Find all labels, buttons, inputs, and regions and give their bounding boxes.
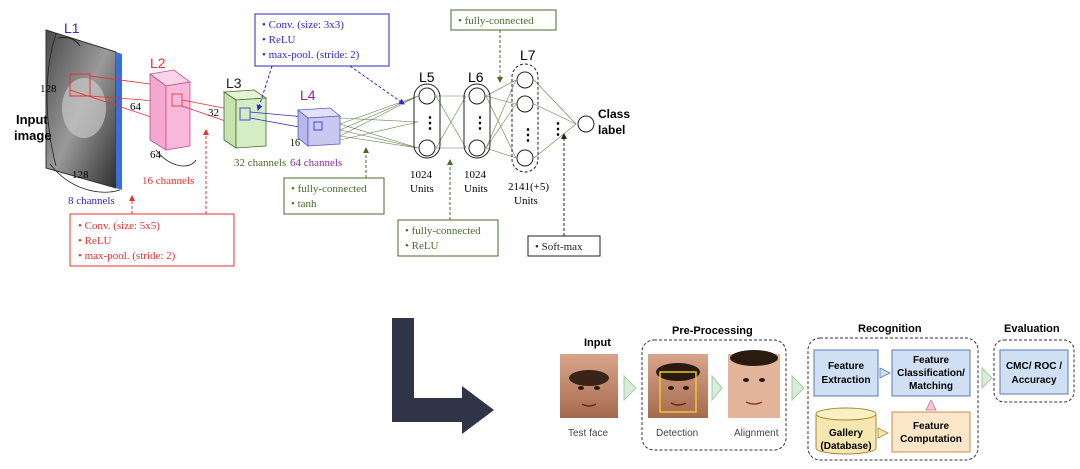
conv3x3-bullet-2: • ReLU: [262, 34, 296, 46]
l1-input-block: [45, 29, 122, 190]
l3-block: [222, 89, 268, 149]
chevron-1: [623, 374, 637, 402]
softmax-annotation-box: • Soft-max: [527, 235, 601, 257]
conv5x5-bullet-1: • Conv. (size: 5x5): [78, 220, 160, 232]
evaluation-group: [993, 339, 1075, 403]
flow-arrow: [392, 318, 494, 434]
l7-units-count: 2141(+5): [508, 181, 549, 193]
caption-test-face: Test face: [568, 428, 608, 439]
l6-units-count: 1024: [464, 169, 487, 181]
fc-tanh-bullet-1: • fully-connected: [291, 183, 367, 195]
fc-relu-annotation-box: • fully-connected • ReLU: [397, 219, 499, 257]
conv3x3-bullet-1: • Conv. (size: 3x3): [262, 19, 344, 31]
gallery-database: Gallery (Database): [815, 407, 877, 455]
fc-connections: [339, 79, 577, 159]
l5-column: [413, 83, 441, 159]
class-label-1: Class: [598, 107, 630, 121]
l5-dots: ⋮: [422, 115, 438, 132]
fe-to-fc-arrow: [879, 367, 891, 379]
feature-extraction-box: Feature Extraction: [813, 349, 879, 397]
cnn-architecture: L1 Input image 128 128 8 channels L2 64 …: [14, 9, 630, 267]
feature-classification-box: Feature Classification/ Matching: [891, 349, 971, 397]
fc-relu-bullet-2: • ReLU: [405, 240, 439, 252]
alignment-image: [728, 350, 780, 418]
l4-block: [296, 107, 342, 147]
evaluation-line-2: Accuracy: [1011, 375, 1056, 386]
feature-classification-line-2: Classification/: [897, 368, 965, 379]
fc-top-bullet: • fully-connected: [458, 15, 534, 27]
test-face-image: [560, 354, 618, 418]
feature-extraction-line-1: Feature: [828, 361, 865, 372]
l2-channels-label: 16 channels: [142, 175, 194, 187]
layer-label-l4: L4: [300, 87, 316, 103]
l7-units-word: Units: [514, 195, 538, 207]
l1-height-label: 128: [40, 83, 57, 95]
input-image-label-1: Input: [16, 112, 48, 127]
stage-title-recognition: Recognition: [858, 323, 922, 335]
layer-label-l6: L6: [468, 69, 484, 85]
fc-tanh-annotation-box: • fully-connected • tanh: [283, 177, 385, 215]
fc-tanh-bullet-2: • tanh: [291, 198, 317, 210]
l7-column: [511, 63, 539, 173]
output-node: [577, 115, 595, 133]
fc-relu-bullet-1: • fully-connected: [405, 225, 481, 237]
input-image-label-2: image: [14, 128, 52, 143]
feature-computation-box: Feature Computation: [891, 411, 971, 453]
chevron-2: [711, 374, 723, 402]
l5-units-count: 1024: [410, 169, 433, 181]
evaluation-box: CMC/ ROC / Accuracy: [999, 349, 1069, 395]
layer-label-l5: L5: [419, 69, 435, 85]
stage-title-input: Input: [584, 337, 611, 349]
l7-dots: ⋮: [520, 127, 536, 144]
stage-title-evaluation: Evaluation: [1004, 323, 1060, 335]
layer-label-l7: L7: [520, 47, 536, 63]
l5-units-word: Units: [410, 183, 434, 195]
conv3x3-annotation-box: • Conv. (size: 3x3) • ReLU • max-pool. (…: [254, 13, 390, 67]
preprocessing-group: [641, 339, 787, 451]
conv3x3-bullet-3: • max-pool. (stride: 2): [262, 49, 360, 61]
feature-computation-line-2: Computation: [900, 434, 962, 445]
l3-height-label: 32: [208, 107, 219, 119]
fc-top-annotation-box: • fully-connected: [450, 9, 557, 31]
chevron-3: [791, 374, 805, 402]
l4-height-label: 16: [290, 138, 300, 149]
feature-classification-line-3: Matching: [909, 381, 953, 392]
layer-label-l2: L2: [150, 55, 166, 71]
gallery-to-fcomp-arrow: [877, 427, 889, 439]
detection-image: [648, 354, 708, 418]
feature-extraction-line-2: Extraction: [822, 375, 871, 386]
l2-block: [149, 69, 191, 151]
l6-column: [463, 83, 491, 159]
l1-channels-label: 8 channels: [68, 195, 115, 207]
feature-classification-line-1: Feature: [913, 355, 950, 366]
stage-title-preprocessing: Pre-Processing: [672, 325, 753, 337]
softmax-bullet: • Soft-max: [535, 241, 583, 253]
l4-channels-label: 64 channels: [290, 157, 342, 169]
gallery-line-1: Gallery: [829, 428, 863, 439]
fcomp-to-fc-arrow: [925, 399, 937, 411]
conv5x5-annotation-box: • Conv. (size: 5x5) • ReLU • max-pool. (…: [69, 213, 235, 267]
l2-width-label: 64: [150, 149, 162, 161]
l6-units-word: Units: [464, 183, 488, 195]
caption-alignment: Alignment: [734, 428, 779, 439]
evaluation-line-1: CMC/ ROC /: [1006, 361, 1062, 372]
gallery-line-2: (Database): [820, 441, 871, 452]
recognition-group: [807, 337, 979, 461]
feature-computation-line-1: Feature: [913, 421, 950, 432]
caption-detection: Detection: [656, 428, 698, 439]
class-label-2: label: [598, 123, 625, 137]
conv5x5-bullet-2: • ReLU: [78, 235, 112, 247]
layer-label-l1: L1: [64, 20, 80, 36]
l2-height-label: 64: [130, 101, 142, 113]
face-pipeline: Input Pre-Processing Recognition Evaluat…: [560, 323, 1075, 461]
chevron-4: [981, 366, 993, 390]
layer-label-l3: L3: [226, 75, 242, 91]
conv5x5-bullet-3: • max-pool. (stride: 2): [78, 250, 176, 262]
l6-dots: ⋮: [472, 115, 488, 132]
l3-channels-label: 32 channels: [234, 157, 286, 169]
l1-width-label: 128: [72, 169, 89, 181]
